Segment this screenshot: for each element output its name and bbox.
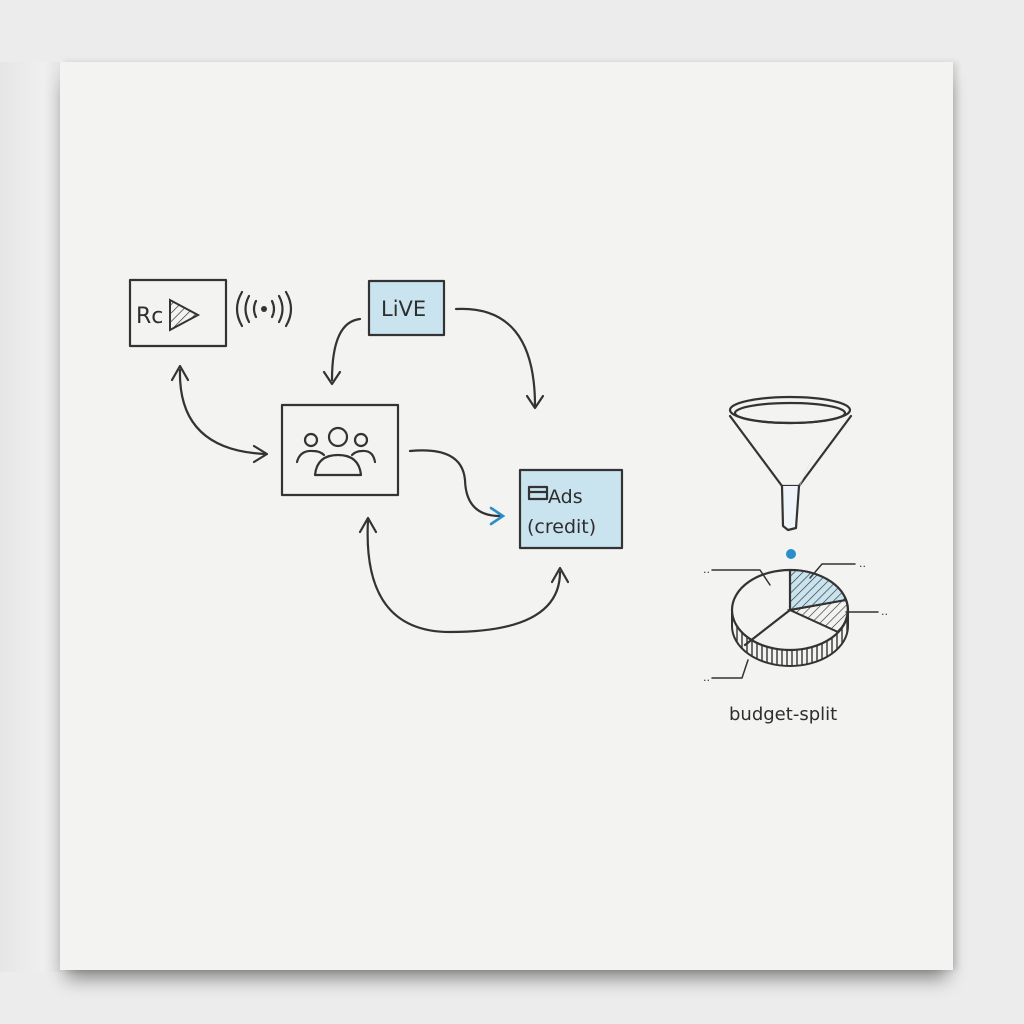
group-users-icon (295, 426, 377, 477)
credit-card-icon (527, 485, 549, 501)
ads-sublabel: (credit) (527, 516, 596, 538)
funnel-icon (728, 395, 853, 532)
pie-label-1: .. (703, 563, 710, 576)
pie-label-4: .. (703, 671, 710, 684)
edge-live-ads (454, 307, 545, 410)
pie-caption: budget-split (729, 704, 837, 725)
ads-label: Ads (548, 486, 583, 508)
pie-label-3: .. (881, 605, 888, 618)
funnel-drop-icon (786, 549, 796, 559)
live-node[interactable]: LiVE (367, 279, 446, 337)
ads-node[interactable]: Ads (credit) (518, 468, 624, 550)
broadcast-signal-icon (235, 290, 293, 328)
edge-record-audience (170, 364, 269, 464)
record-node[interactable]: Rc (128, 278, 228, 348)
left-page-edge (0, 62, 62, 972)
live-label: LiVE (381, 297, 426, 321)
edge-ads-audience (358, 516, 570, 634)
play-triangle-icon (169, 298, 201, 332)
edge-live-audience (322, 317, 362, 386)
notebook-page (60, 62, 953, 970)
record-label: Rc (136, 304, 163, 329)
pie-label-2: .. (859, 557, 866, 570)
audience-node[interactable] (280, 403, 400, 497)
edge-audience-ads (408, 449, 506, 526)
budget-pie-chart (711, 563, 879, 679)
